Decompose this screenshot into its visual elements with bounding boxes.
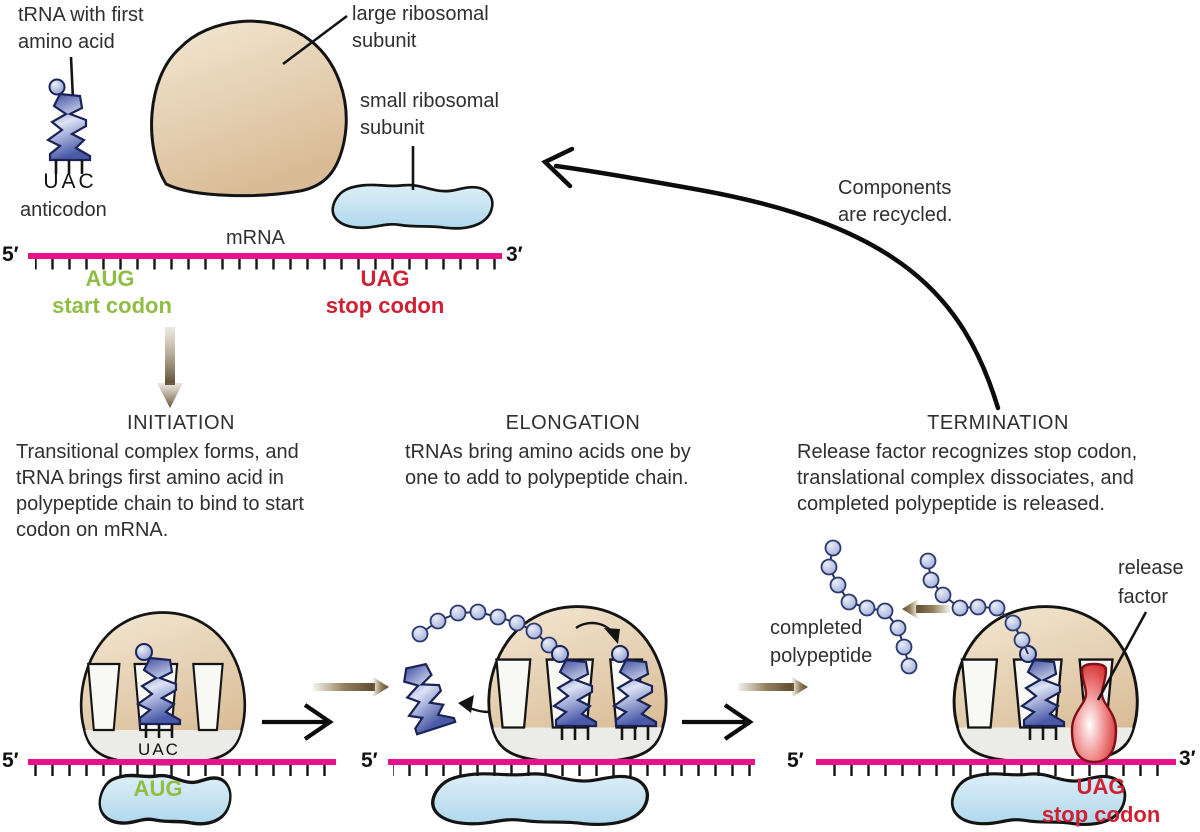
release-factor-label-line2: factor: [1118, 586, 1169, 608]
recycle-note-line2: are recycled.: [838, 204, 953, 226]
process-arrow-down: [157, 327, 183, 408]
trna-p-site: [551, 645, 598, 742]
trna-label-line2: amino acid: [18, 31, 115, 53]
small-ribosomal-subunit-shape: [331, 183, 494, 230]
process-arrow-2: [738, 677, 808, 697]
mrna-strand-initiation: [28, 759, 336, 776]
mrna-strand-top: [28, 253, 502, 270]
release-factor-pointer-line: [1096, 611, 1148, 701]
completed-polypeptide-label-line1: completed: [770, 617, 863, 639]
trna-in-ribosome-initiation: [135, 643, 182, 740]
large-subunit-pointer-line: [282, 14, 348, 66]
mrna-strand-termination: [816, 759, 1176, 776]
process-arrow-1: [313, 677, 389, 697]
start-codon-initiation: AUG: [133, 776, 183, 801]
anticodon-code-initiation: UAC: [138, 740, 180, 759]
five-prime-initiation: 5′: [2, 749, 19, 772]
release-arrow: [902, 599, 950, 619]
anticodon-label: anticodon: [20, 199, 107, 221]
stop-codon-label: stop codon: [325, 293, 445, 318]
five-prime-termination: 5′: [787, 749, 804, 772]
trna-enter-arrow: [575, 621, 620, 644]
amino-acid-ball: [135, 643, 153, 661]
amino-acid-ball: [48, 78, 66, 96]
trna-label-line1: tRNA with first: [18, 4, 144, 26]
release-factor-label-line1: release: [1118, 557, 1184, 579]
completed-polypeptide-chain: [820, 539, 918, 675]
large-ribosomal-subunit-shape: [150, 14, 348, 198]
mrna-strand-elongation: [388, 759, 755, 776]
stage-desc-termination: Release factor recognizes stop codon, tr…: [797, 441, 1138, 515]
three-prime-termination: 3′: [1179, 747, 1196, 770]
stage-title-elongation: ELONGATION: [505, 412, 641, 434]
small-subunit-label-line1: small ribosomal: [360, 90, 499, 112]
small-subunit-label-line2: subunit: [360, 117, 425, 139]
polypeptide-chain-attached: [919, 552, 1031, 655]
trna-pointer-line: [69, 56, 75, 101]
five-prime-top: 5′: [2, 243, 19, 266]
large-subunit-label-line1: large ribosomal: [352, 3, 489, 25]
stage-desc-initiation: Transitional complex forms, and tRNA bri…: [16, 441, 304, 541]
completed-polypeptide-label-line2: polypeptide: [770, 645, 873, 667]
trna-a-site: [611, 645, 658, 742]
start-codon-code: AUG: [85, 266, 135, 291]
step-arrow-2: [682, 703, 754, 741]
stage-title-termination: TERMINATION: [927, 412, 1069, 434]
three-prime-top: 3′: [506, 243, 523, 266]
trna-icon: [46, 56, 92, 176]
release-factor-shape: [1070, 662, 1118, 764]
small-subunit-elongation: [431, 771, 650, 827]
free-trna: [393, 658, 457, 736]
polypeptide-chain-elongation: [411, 603, 561, 655]
stop-codon-code: UAG: [360, 266, 410, 291]
stop-codon-label-termination: stop codon: [1041, 802, 1161, 827]
start-codon-label: start codon: [52, 293, 172, 318]
stage-desc-elongation: tRNAs bring amino acids one by one to ad…: [405, 441, 691, 489]
mrna-label: mRNA: [226, 227, 285, 249]
anticodon-code-label: UAC: [43, 170, 97, 193]
recycle-arrow: [541, 146, 1001, 411]
stage-title-initiation: INITIATION: [127, 412, 235, 434]
stop-codon-termination: UAG: [1076, 774, 1126, 799]
five-prime-elongation: 5′: [361, 749, 378, 772]
step-arrow-1: [262, 703, 334, 741]
recycle-note-line1: Components: [838, 177, 952, 199]
large-subunit-label-line2: subunit: [352, 30, 417, 52]
